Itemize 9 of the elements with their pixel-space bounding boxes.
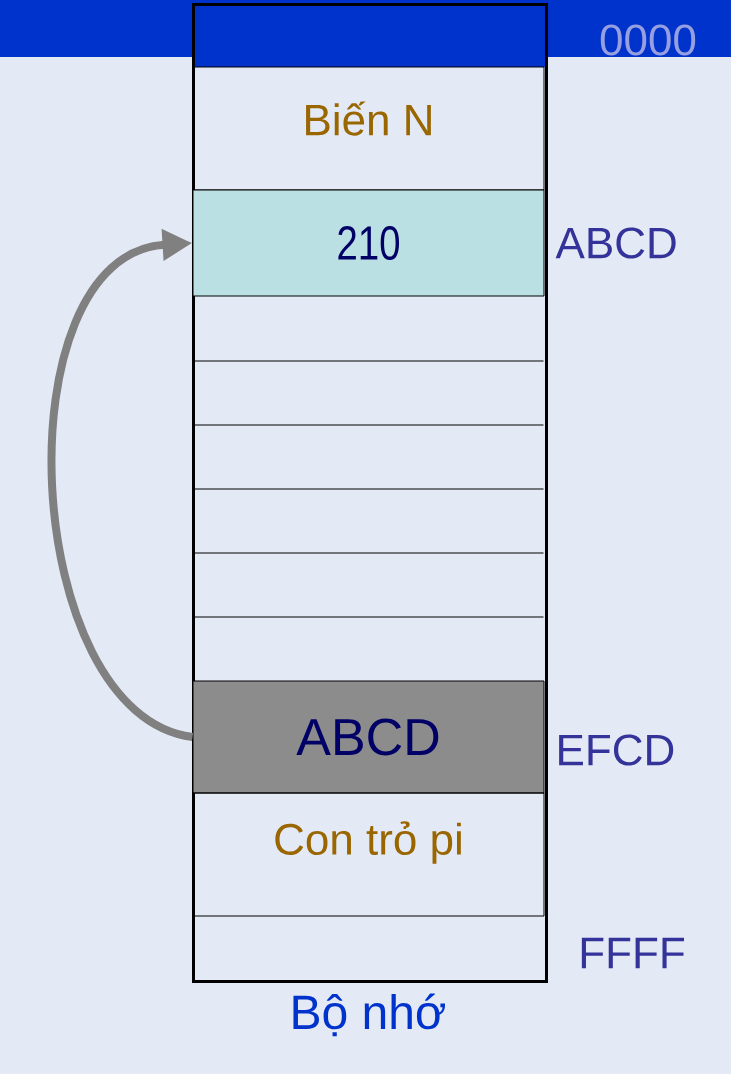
arrow	[48, 228, 194, 741]
memory-cell: ABCD	[192, 680, 545, 794]
memory-cell: 210	[192, 189, 545, 297]
address-label: FFFF	[581, 937, 684, 969]
memory-cell: Con trỏ pi	[192, 792, 545, 917]
address-label: 0000	[600, 24, 696, 56]
address-label: EFCD	[559, 734, 674, 766]
column-title: Bộ nhớ	[293, 993, 445, 1037]
address-label: ABCD	[555, 227, 676, 259]
